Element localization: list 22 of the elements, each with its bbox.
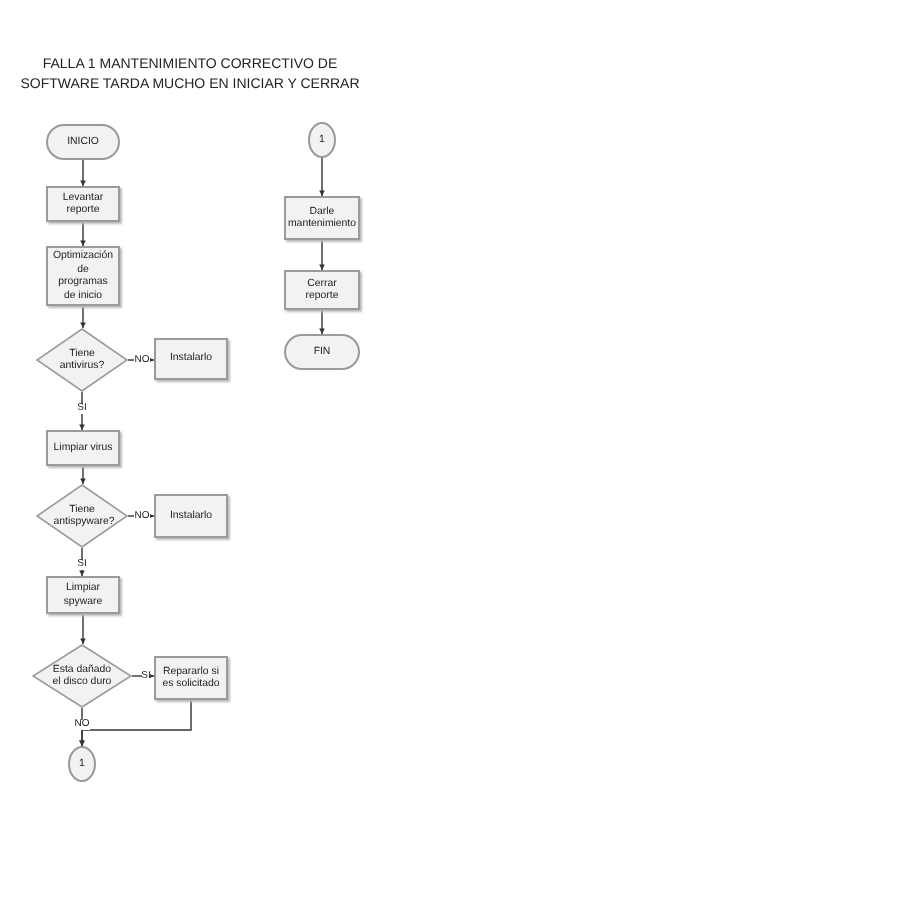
terminal-shape: [46, 124, 120, 160]
terminal-shape: [284, 334, 360, 370]
process-box: [284, 270, 360, 310]
connector-circle: [68, 746, 96, 782]
process-box: [154, 338, 228, 380]
arrow: [319, 309, 325, 335]
process-box: [154, 656, 228, 700]
arrow: [80, 613, 86, 645]
arrow: [79, 699, 192, 747]
connector-circle: [308, 122, 336, 158]
arrow: [319, 239, 325, 271]
arrow: [80, 465, 86, 485]
process-box: [284, 196, 360, 240]
process-box: [46, 576, 120, 614]
arrow: [80, 221, 86, 247]
arrow: [80, 305, 86, 329]
arrow: [319, 157, 325, 197]
arrow: [131, 673, 155, 679]
process-box: [46, 186, 120, 222]
arrow: [80, 159, 86, 187]
process-box: [46, 430, 120, 466]
process-box: [154, 494, 228, 538]
